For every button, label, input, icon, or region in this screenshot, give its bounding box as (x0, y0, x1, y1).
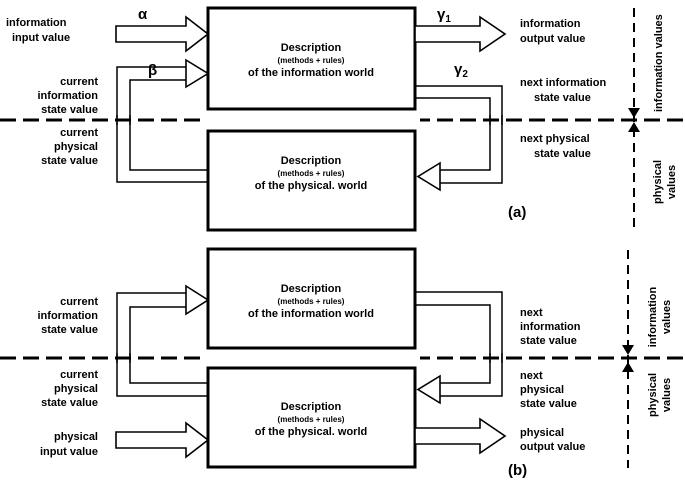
info-box-title-b: Description (281, 283, 342, 295)
up-pinch-b (622, 362, 634, 372)
label-phys-output-1: physical (520, 427, 564, 439)
label-cur-phys-1-b: current (60, 369, 98, 381)
label-next-info-1-a: next information (520, 77, 606, 89)
label-cur-phys-3-a: state value (41, 155, 98, 167)
label-cur-phys-2-b: physical (54, 383, 98, 395)
label-phys-input-2: input value (40, 446, 98, 458)
label-info-output-2: output value (520, 33, 585, 45)
right-loop-inner-b (415, 304, 491, 384)
beta-label: β (148, 62, 157, 79)
info-box-sub-b: (methods + rules) (278, 297, 345, 306)
label-cur-phys-2-a: physical (54, 141, 98, 153)
phys-box-title-b: Description (281, 401, 342, 413)
phys-box-line3-a: of the physical. world (255, 180, 367, 192)
info-box-title-a: Description (281, 42, 342, 54)
info-box-line3-b: of the information world (248, 308, 374, 320)
info-world-box-b (206, 247, 417, 350)
gamma1-label: γ1 (437, 6, 451, 25)
label-next-info-3-b: state value (520, 335, 577, 347)
down-pinch-b (622, 345, 634, 355)
separator-gap-b (203, 353, 420, 363)
label-info-input-1: information (6, 17, 67, 29)
side-info-values-1-b: information (647, 286, 659, 347)
up-pinch-a (628, 122, 640, 132)
label-cur-info-1-b: current (60, 296, 98, 308)
info-box-line3-a: of the information world (248, 67, 374, 79)
separator-gap-a (203, 115, 420, 125)
label-info-output-1: information (520, 18, 581, 30)
label-next-phys-2-a: state value (534, 148, 591, 160)
label-cur-info-2-a: information (38, 90, 99, 102)
label-cur-phys-1-a: current (60, 127, 98, 139)
phys-output-arrow (414, 417, 507, 455)
right-loop-outer-a (415, 85, 503, 184)
alpha-input-arrow (115, 15, 210, 53)
label-next-phys-3-b: state value (520, 398, 577, 410)
right-loop-arrowhead-b (416, 374, 441, 405)
panel-label-b: (b) (508, 462, 527, 479)
gamma2-label: γ2 (454, 61, 468, 80)
label-info-input-2: input value (12, 32, 70, 44)
info-box-sub-a: (methods + rules) (278, 56, 345, 65)
phys-world-box-a (206, 129, 417, 232)
phys-box-sub-b: (methods + rules) (278, 415, 345, 424)
down-pinch-a (628, 108, 640, 118)
label-cur-info-3-a: state value (41, 104, 98, 116)
panel-a: Description (methods + rules) of the inf… (0, 6, 685, 232)
side-phys-values-2-a: values (666, 165, 678, 199)
left-loop-arrowhead-b (185, 284, 210, 316)
label-next-info-2-a: state value (534, 92, 591, 104)
side-info-values-2-b: values (661, 300, 673, 334)
right-loop-outer-b (415, 291, 503, 397)
label-phys-output-2: output value (520, 441, 585, 453)
side-phys-values-1-a: physical (652, 160, 664, 204)
info-world-box-a (206, 6, 417, 111)
label-cur-phys-3-b: state value (41, 397, 98, 409)
right-loop-inner-a (415, 97, 491, 171)
left-loop-inner-b (129, 306, 208, 384)
label-next-info-2-b: information (520, 321, 581, 333)
gamma1-output-arrow (414, 15, 507, 53)
label-cur-info-1-a: current (60, 76, 98, 88)
phys-box-line3-b: of the physical. world (255, 426, 367, 438)
phys-world-box-b (206, 366, 417, 469)
label-cur-info-2-b: information (38, 310, 99, 322)
beta-arrowhead (185, 58, 210, 89)
label-phys-input-1: physical (54, 431, 98, 443)
phys-box-title-a: Description (281, 155, 342, 167)
loop-gap-lines-b (116, 353, 503, 363)
alpha-label: α (138, 6, 148, 23)
label-next-info-1-b: next (520, 307, 543, 319)
panel-b: Description (methods + rules) of the inf… (0, 247, 685, 479)
left-loop-inner-a (129, 79, 208, 171)
label-next-phys-1-b: next (520, 370, 543, 382)
label-cur-info-3-b: state value (41, 324, 98, 336)
gamma2-arrowhead (416, 161, 441, 192)
label-next-phys-1-a: next physical (520, 133, 590, 145)
left-loop-outer-b (116, 292, 208, 397)
panel-label-a: (a) (508, 204, 526, 221)
phys-input-arrow (115, 421, 210, 459)
phys-box-sub-a: (methods + rules) (278, 169, 345, 178)
side-phys-values-2-b: values (661, 378, 673, 412)
side-phys-values-1-b: physical (647, 373, 659, 417)
label-next-phys-2-b: physical (520, 384, 564, 396)
side-info-values-a: information values (653, 14, 665, 112)
loop-gap-lines-a (116, 115, 503, 125)
